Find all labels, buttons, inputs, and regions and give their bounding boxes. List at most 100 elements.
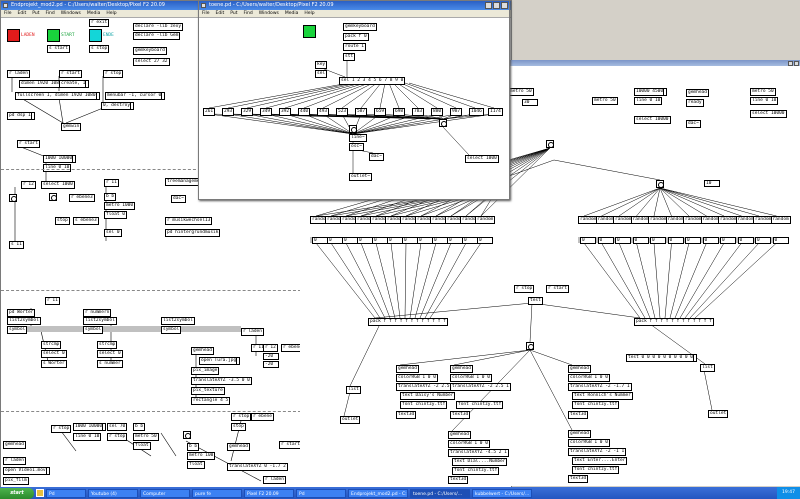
bang-r4[interactable] [526,342,534,350]
text-dial[interactable]: text Dial....Number [452,458,508,466]
gemhead-obj[interactable]: gemhead [191,347,214,355]
select-27-obj[interactable]: select 27 32 [133,58,170,66]
minimize-icon-2[interactable] [485,2,492,9]
r-start-obj[interactable]: r start [59,70,82,78]
gemhead-r3[interactable]: gemhead [450,365,473,373]
task-purefe[interactable]: pure fe [192,488,242,498]
r-12-obj[interactable]: r 12 [21,181,36,189]
line-obj[interactable]: line 0 10 [43,164,72,172]
task-youtube[interactable]: Youtube (4) [88,488,138,498]
num-1000-2[interactable]: 1000 10000 [73,423,107,431]
colorRGB-r3[interactable]: colorRGB 1 0 0 [568,374,610,382]
r-laden-2[interactable]: r laden [241,328,264,336]
list-r1[interactable]: list [346,386,361,394]
list-r2[interactable]: list [700,364,715,372]
menu-media[interactable]: Media [86,11,101,16]
gemwin-obj[interactable]: gemwin [61,123,82,131]
menu-windows-2[interactable]: Windows [258,11,279,16]
note-1174[interactable]: 1174 [488,108,503,116]
outlet-r1[interactable]: outlet [340,416,361,424]
close-icon-2[interactable] [501,2,508,9]
pix-film-obj[interactable]: pix_film [3,477,29,485]
key-mid[interactable]: key [315,61,328,69]
declare-zexy[interactable]: declare -lib zexy [133,23,184,31]
r-start-r[interactable]: r start [546,285,569,293]
dac-r[interactable]: dac~ [686,120,701,128]
number-left-4[interactable]: 0 [372,237,388,244]
r-start-3[interactable]: r start [279,441,302,449]
destroy-msg[interactable]: 0, destroy [101,102,135,110]
menu-edit-2[interactable]: Edit [215,11,225,16]
number-left-10[interactable]: 0 [462,237,478,244]
select-10000-r[interactable]: select 10000 [634,116,671,124]
select-0-2[interactable]: select 0 [97,350,123,358]
note-1046[interactable]: 1046 [469,108,484,116]
random-right-11[interactable]: random [770,216,791,224]
line-mid[interactable]: line~ [349,134,367,142]
note-493[interactable]: 493 [317,108,330,116]
number-left-9[interactable]: 0 [447,237,463,244]
line-r2[interactable]: line 0 10 [750,97,779,105]
task-computer[interactable]: Computer [140,488,190,498]
select-0-obj[interactable]: select 0 [41,350,67,358]
menu-edit[interactable]: Edit [17,11,27,16]
r-ebene[interactable]: r ebene [251,413,274,421]
number-left-7[interactable]: 0 [417,237,433,244]
menu-file[interactable]: File [4,11,12,16]
pack-mid[interactable]: pack f 0 [343,33,369,41]
ende-toggle[interactable] [89,29,102,42]
open-video-msg[interactable]: open Video1.mov [3,467,50,475]
note-783[interactable]: 783 [412,108,425,116]
gemhead-r1[interactable]: gemhead [686,89,709,97]
num-20-box-2[interactable]: -20 [263,361,279,368]
number-left-3[interactable]: 0 [357,237,373,244]
route-mid[interactable]: route 1 [343,43,366,51]
line-r[interactable]: line 0 10 [634,97,663,105]
dac-mid[interactable]: dac~ [369,153,384,161]
menu-find-2[interactable]: Find [243,11,253,16]
gemhead-r4[interactable]: gemhead [568,365,591,373]
list2symbol-2[interactable]: list2symbol [83,317,117,325]
menu-help[interactable]: Help [106,11,117,16]
colorRGB-r5[interactable]: colorRGB 1 0 0 [568,439,610,447]
bang-c[interactable] [183,431,191,439]
symbol-obj[interactable]: symbol [7,326,28,334]
number-right-3[interactable]: 0 [632,237,649,244]
note-349[interactable]: 349 [260,108,273,116]
number-right-11[interactable]: 0 [772,237,789,244]
task-pd[interactable]: Pd [46,488,86,498]
gemhead-r6[interactable]: gemhead [568,430,591,438]
metro-50-obj[interactable]: metro 50 [133,433,159,441]
text3d-r4[interactable]: text3d [448,476,469,484]
gemhead-r2[interactable]: gemhead [396,365,419,373]
number-right-8[interactable]: 0 [720,237,736,244]
menu-media-2[interactable]: Media [284,11,299,16]
close-icon-right[interactable] [794,61,799,66]
text-daisy[interactable]: text Daisy's Number [400,392,456,400]
note-987[interactable]: 987 [450,108,463,116]
num-30-r[interactable]: 30 [522,99,538,106]
number-left-2[interactable]: 0 [342,237,358,244]
number-right-10[interactable]: 0 [755,237,771,244]
translate-r5[interactable]: translateXYZ -2 -1 1 [568,448,627,456]
create-msg[interactable]: create, 1 [59,80,90,88]
number-right-0[interactable]: 0 [580,237,596,244]
number-left-1[interactable]: 0 [327,237,343,244]
menubar-msg[interactable]: menubar -1, cursor 0 [105,92,166,100]
text3d-r1[interactable]: text3d [396,411,417,419]
number-right-7[interactable]: 0 [702,237,719,244]
sel-row-mid[interactable]: sel 1 2 3 4 5 6 7 8 9 0 [339,77,406,85]
r-stop-obj[interactable]: r stop [103,70,124,78]
font-r4[interactable]: font chintzy.ttf [452,467,500,475]
translate-r3[interactable]: translateXYZ -2 -1.7 1 [568,383,632,391]
random-left-11[interactable]: random [475,216,496,224]
open-tura-msg[interactable]: open Tura.jpg [199,357,241,365]
line-obj-2[interactable]: line 0 10 [73,433,102,441]
number-right-6[interactable]: 0 [685,237,701,244]
r-ebene3-obj[interactable]: r ebene3 [69,194,95,202]
symbol-obj-3[interactable]: symbol [161,326,182,334]
stop-3[interactable]: stop [231,423,246,431]
r-start-2[interactable]: r start [17,140,40,148]
num-20-box[interactable]: -20 [263,353,279,360]
menu-put-2[interactable]: Put [230,11,238,16]
